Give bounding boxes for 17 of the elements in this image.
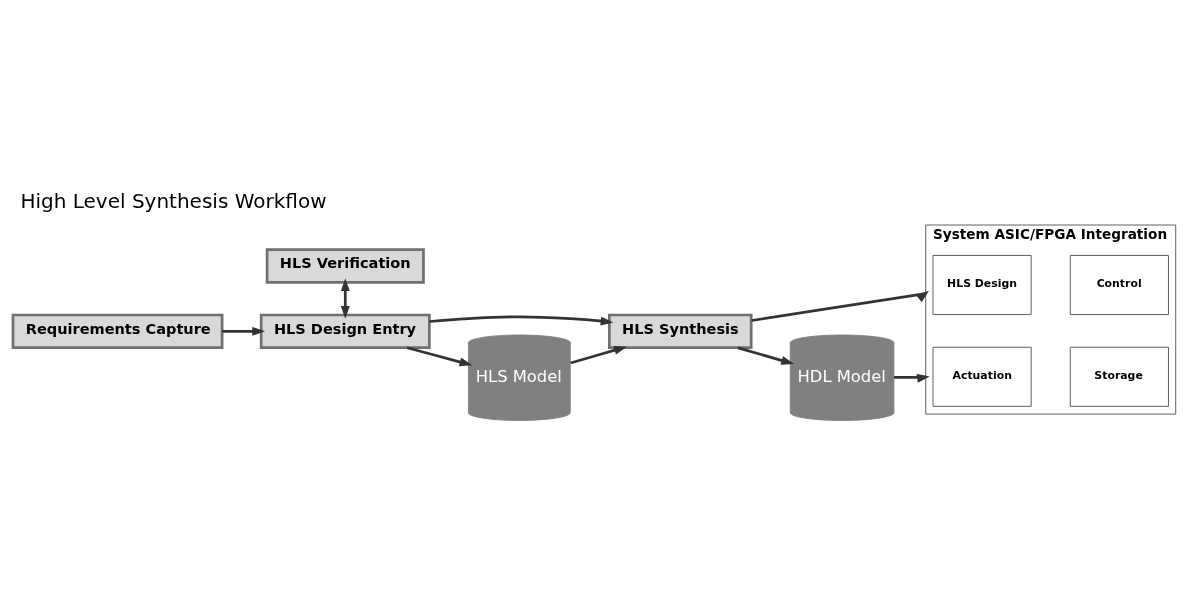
- arrow: [340, 277, 350, 319]
- node-box: Requirements Capture: [11, 313, 224, 349]
- arrow: [894, 373, 930, 383]
- arrow: [737, 346, 795, 365]
- arrow: [429, 314, 614, 326]
- arrow: [570, 345, 627, 364]
- node-box: Control: [1069, 254, 1169, 315]
- node-box: HLS Design: [932, 254, 1032, 315]
- arrow: [222, 326, 266, 336]
- arrow: [406, 345, 473, 366]
- node-box: Actuation: [932, 346, 1032, 407]
- node-box: Storage: [1069, 346, 1169, 407]
- node-box: HLS Verification: [265, 247, 425, 284]
- diagram-title: High Level Synthesis Workflow: [20, 188, 327, 213]
- node-box: HLS Design Entry: [259, 313, 431, 349]
- node-box: HLS Synthesis: [608, 313, 753, 349]
- arrow: [751, 290, 929, 322]
